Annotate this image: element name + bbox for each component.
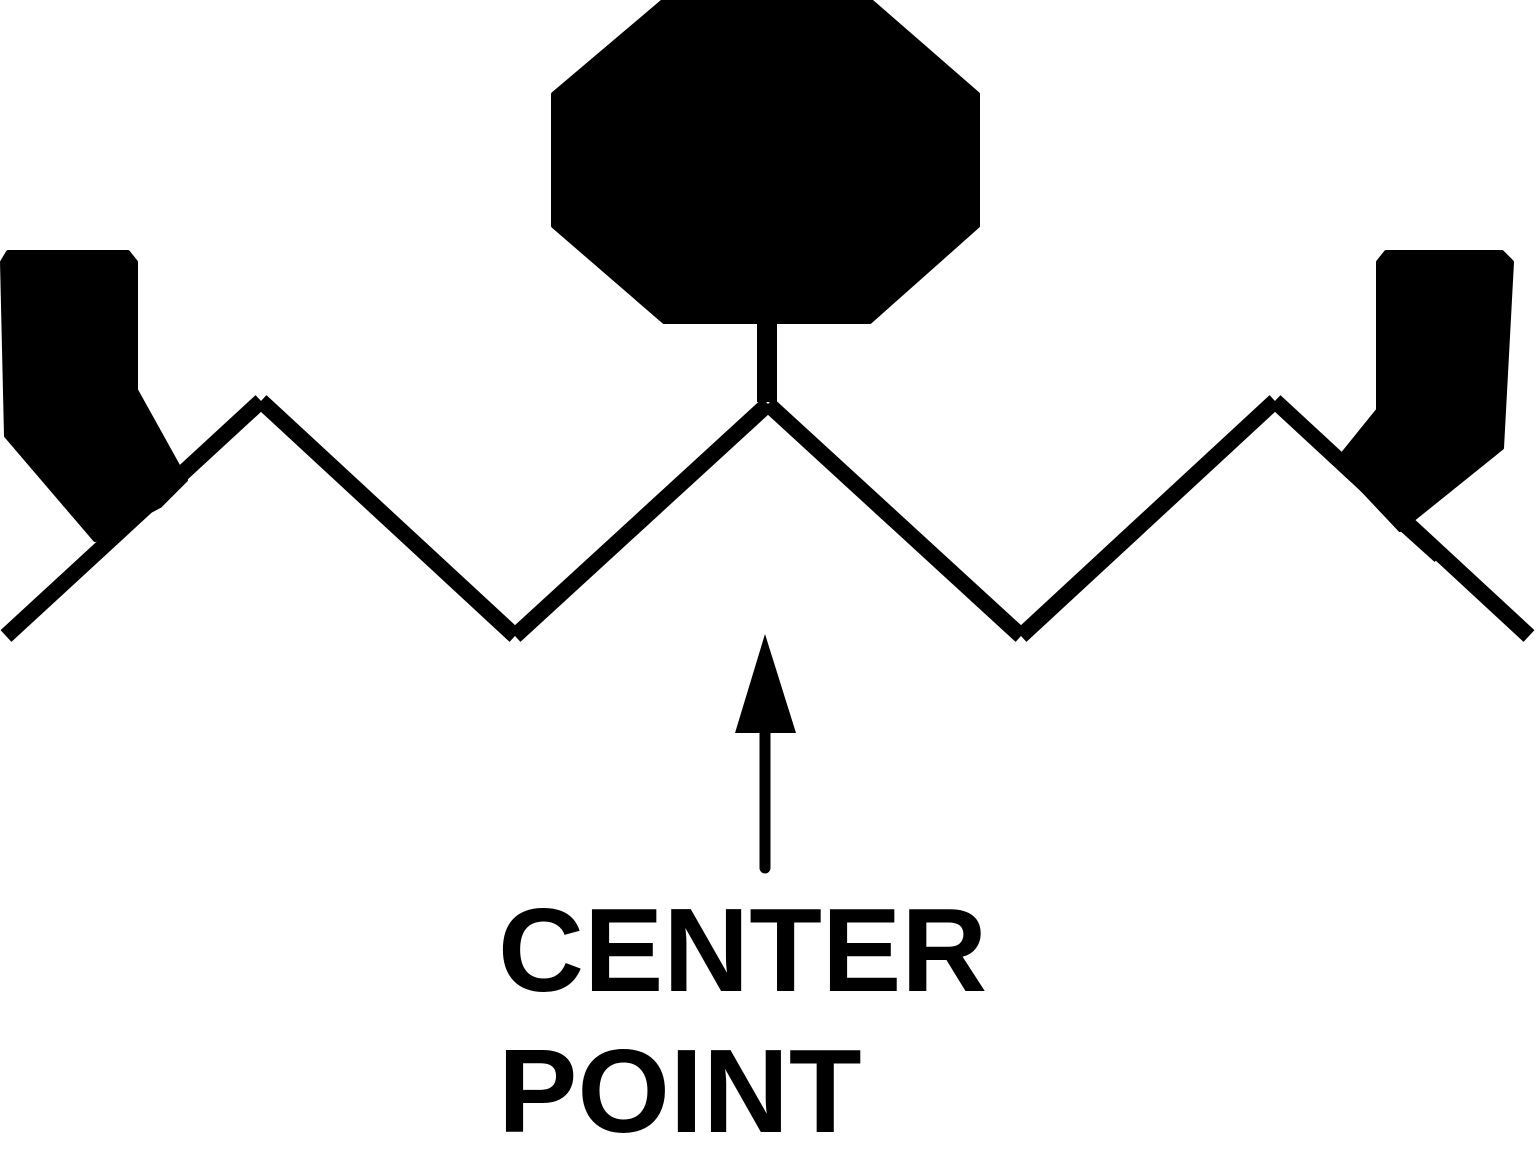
zigzag-segment-2	[255, 395, 521, 642]
label-line-2: POINT	[498, 1025, 862, 1158]
zigzag-segment-4	[762, 398, 1027, 642]
left-bracket-icon	[0, 250, 188, 542]
arrow-up-icon	[735, 634, 796, 874]
zigzag-line	[0, 395, 1535, 642]
label-line-1: CENTER	[498, 884, 987, 1017]
arrow-head	[735, 634, 796, 733]
octagon-icon	[551, 0, 980, 324]
zigzag-overlay-right	[1394, 514, 1446, 562]
right-bracket-icon	[1334, 250, 1514, 532]
zigzag-segment-5	[1015, 395, 1281, 642]
zigzag-segment-3	[509, 398, 774, 642]
zigzag-overlay-left	[89, 474, 166, 546]
